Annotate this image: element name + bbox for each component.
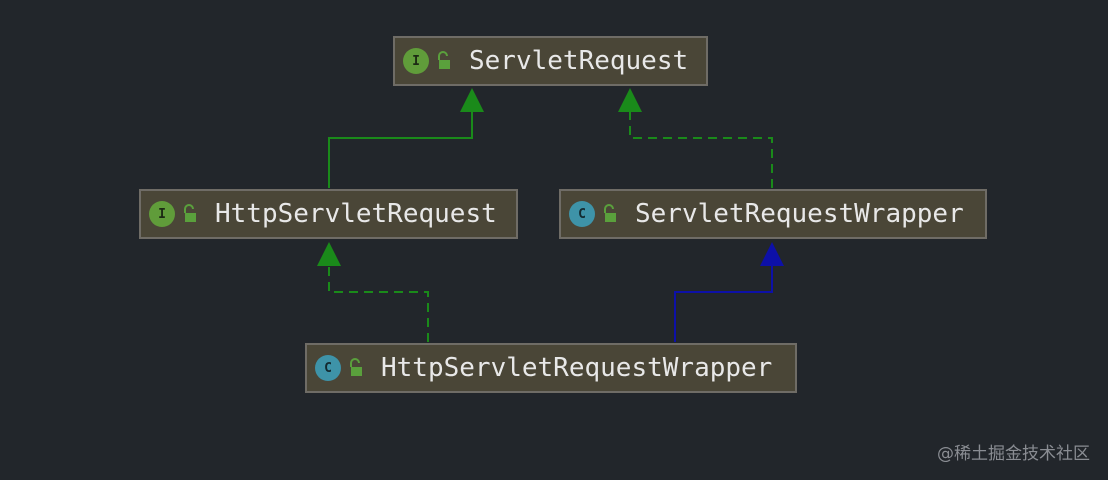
node-label: ServletRequest [469,46,689,76]
node-servlet-request-wrapper[interactable]: C ServletRequestWrapper [559,189,987,239]
watermark: @稀土掘金技术社区 [937,444,1090,464]
unlocked-icon [350,358,362,376]
interface-icon: I [403,48,429,74]
edge-servletrequestwrapper-implements-servletrequest [618,88,773,188]
unlocked-icon [184,204,196,222]
node-http-servlet-request[interactable]: I HttpServletRequest [139,189,518,239]
node-label: HttpServletRequestWrapper [381,353,773,383]
edge-httpservletrequest-extends-servletrequest [328,88,484,188]
class-icon: C [315,355,341,381]
edge-httpservletrequestwrapper-extends-servletrequestwrapper [674,242,784,342]
edge-httpservletrequestwrapper-implements-httpservletrequest [317,242,429,342]
interface-icon: I [149,201,175,227]
unlocked-icon [438,51,450,69]
node-label: ServletRequestWrapper [635,199,964,229]
node-servlet-request[interactable]: I ServletRequest [393,36,708,86]
class-icon: C [569,201,595,227]
node-http-servlet-request-wrapper[interactable]: C HttpServletRequestWrapper [305,343,797,393]
unlocked-icon [604,204,616,222]
node-label: HttpServletRequest [215,199,497,229]
